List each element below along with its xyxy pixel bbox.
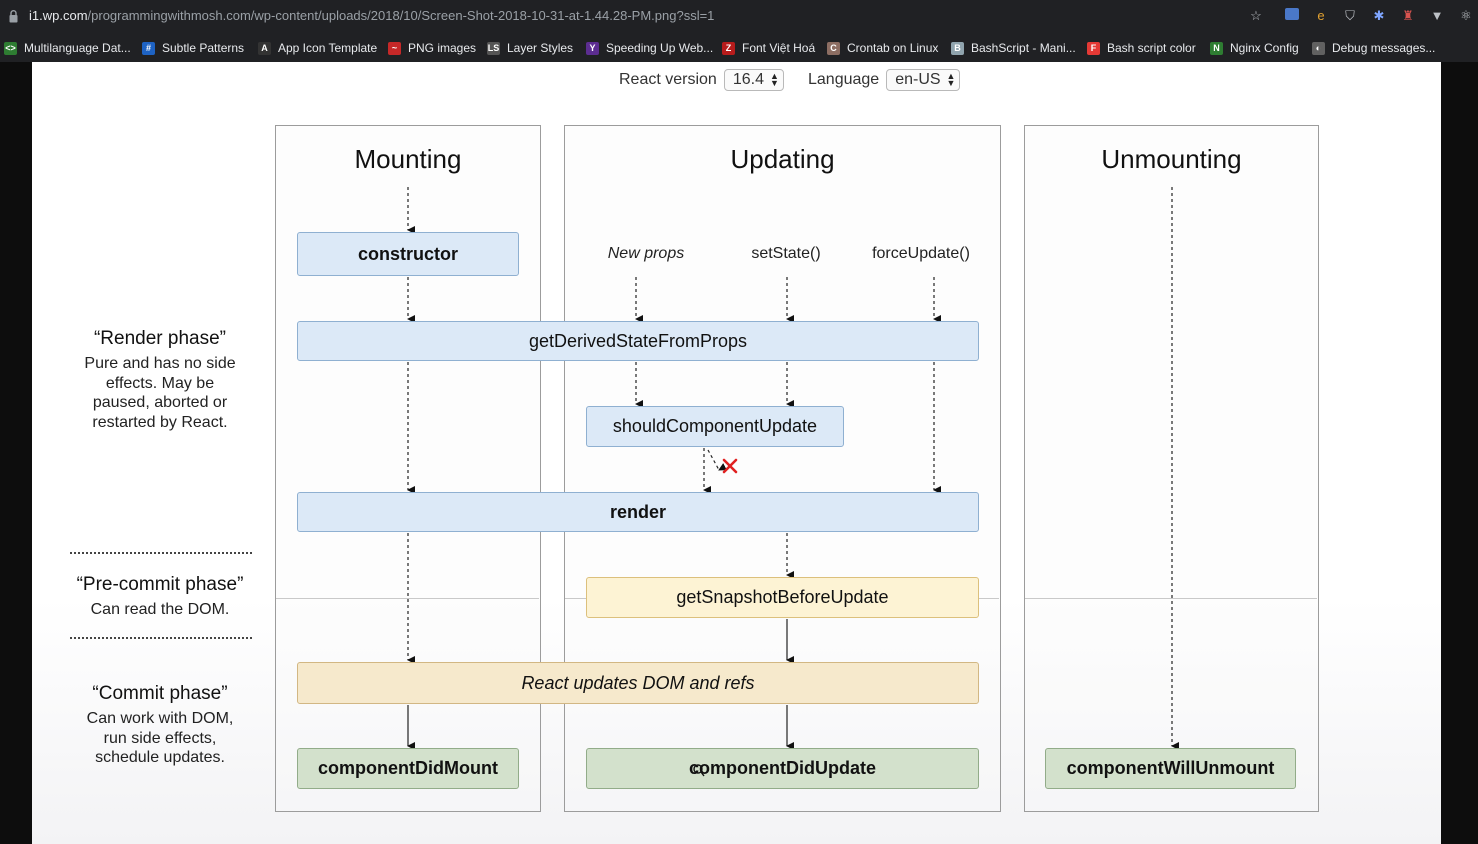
bookmark-favicon-icon: F <box>1087 41 1100 55</box>
language-value: en-US <box>895 71 941 88</box>
commit-phase-line: run side effects, <box>103 729 217 747</box>
flow-arrows <box>407 187 1179 750</box>
shield-extension-icon[interactable]: ⛉ <box>1345 8 1355 23</box>
url-host: i1.wp.com <box>29 8 88 23</box>
page-bottom-shade <box>32 598 1441 844</box>
render-phase-line: effects. May be <box>105 374 215 392</box>
phase-divider-line <box>276 598 539 599</box>
render-phase-line: restarted by React. <box>92 413 228 431</box>
render-box: render <box>297 492 979 532</box>
bookmark-label: Subtle Patterns <box>162 41 245 55</box>
force-update-trigger: forceUpdate() <box>872 245 970 262</box>
bookmark-favicon-icon: <> <box>4 41 17 55</box>
url-path: /programmingwithmosh.com/wp-content/uplo… <box>87 8 715 23</box>
bookmark-label: App Icon Template <box>278 41 378 55</box>
component-did-mount-box: componentDidMount <box>297 748 519 789</box>
render-phase-note: “Render phase” Pure and has no side effe… <box>64 328 256 432</box>
commit-phase-line: Can work with DOM, <box>86 710 234 727</box>
react-version-label: React version <box>619 71 717 88</box>
bookmark-favicon-icon: N <box>1210 41 1223 55</box>
component-did-update-box: componentDidUpdate <box>586 748 979 789</box>
bookmark-label: Crontab on Linux <box>847 41 939 55</box>
render-phase-line: paused, aborted or <box>92 394 228 411</box>
react-devtools-icon[interactable]: ⚛ <box>1460 8 1472 23</box>
bookmark-label: Bash script color <box>1107 41 1196 55</box>
bookmark-item[interactable]: # Subtle Patterns <box>142 38 244 58</box>
select-arrows-icon: ▲▼ <box>769 71 779 88</box>
extension-e-icon[interactable]: e <box>1317 8 1325 23</box>
bookmark-label: BashScript - Mani... <box>971 41 1076 55</box>
phase-separator <box>70 552 252 554</box>
mounting-title: Mounting <box>354 144 462 174</box>
lifecycle-diagram-page: React version 16.4 ▲▼ Language en-US ▲▼ … <box>32 62 1441 844</box>
extension-red-icon[interactable]: ♜ <box>1402 8 1414 23</box>
should-component-update-box: shouldComponentUpdate <box>586 406 844 447</box>
bookmark-favicon-icon: LS <box>487 41 500 55</box>
bookmark-item[interactable]: <> Multilanguage Dat... <box>4 38 131 58</box>
render-phase-title: “Render phase” <box>93 328 227 349</box>
extension-star-icon[interactable]: ✱ <box>1373 8 1385 23</box>
mouse-cursor-icon <box>693 764 705 777</box>
precommit-phase-note: “Pre-commit phase” Can read the DOM. <box>64 574 256 620</box>
constructor-box: constructor <box>297 232 519 276</box>
vue-devtools-icon[interactable]: ▼ <box>1430 8 1444 23</box>
commit-phase-title: “Commit phase” <box>92 683 228 704</box>
commit-phase-line: schedule updates. <box>95 749 225 766</box>
bookmark-label: Speeding Up Web... <box>606 41 714 55</box>
bookmark-favicon-icon: A <box>258 41 271 55</box>
browser-address-bar: i1.wp.com/programmingwithmosh.com/wp-con… <box>0 0 1478 34</box>
bookmark-item[interactable]: A App Icon Template <box>258 38 377 58</box>
precommit-phase-line: Can read the DOM. <box>90 601 230 618</box>
new-props-trigger: New props <box>607 245 685 262</box>
bookmark-item[interactable]: B BashScript - Mani... <box>951 38 1076 58</box>
phase-separator <box>70 637 252 639</box>
bookmark-item[interactable]: LS Layer Styles <box>487 38 573 58</box>
react-version-value: 16.4 <box>732 71 764 88</box>
react-updates-dom-box: React updates DOM and refs <box>297 662 979 704</box>
react-version-select[interactable]: 16.4 ▲▼ <box>723 69 784 91</box>
bookmark-label: Font Việt Hoá <box>742 41 816 55</box>
bookmark-favicon-icon: B <box>951 41 964 55</box>
get-snapshot-box: getSnapshotBeforeUpdate <box>586 577 979 618</box>
bookmark-favicon-icon: ~ <box>388 41 401 55</box>
language-control: Language en-US ▲▼ <box>808 68 961 92</box>
commit-phase-note: “Commit phase” Can work with DOM, run si… <box>64 683 256 768</box>
bookmark-item[interactable]: Z Font Việt Hoá <box>722 38 815 58</box>
lock-icon <box>9 10 18 23</box>
bookmark-label: Debug messages... <box>1332 41 1436 55</box>
bookmark-favicon-icon: Z <box>722 41 735 55</box>
bookmark-item[interactable]: C Crontab on Linux <box>827 38 938 58</box>
bookmark-favicon-icon: # <box>142 41 155 55</box>
bookmark-favicon-icon: Y <box>586 41 599 55</box>
bookmark-item[interactable]: F Bash script color <box>1087 38 1196 58</box>
render-phase-line: Pure and has no side <box>84 355 236 372</box>
language-label: Language <box>808 71 880 88</box>
updating-title: Updating <box>730 144 835 174</box>
unmounting-title: Unmounting <box>1101 144 1242 174</box>
blocked-cross-icon <box>722 458 738 474</box>
bookmark-label: PNG images <box>408 41 477 55</box>
bookmark-favicon-icon: ◐ <box>1312 41 1325 55</box>
component-will-unmount-box: componentWillUnmount <box>1045 748 1296 789</box>
bookmark-item[interactable]: N Nginx Config <box>1210 38 1299 58</box>
bookmark-item[interactable]: ◐ Debug messages... <box>1312 38 1435 58</box>
bookmark-label: Multilanguage Dat... <box>24 41 131 55</box>
bookmark-item[interactable]: ~ PNG images <box>388 38 476 58</box>
translate-extension-icon[interactable] <box>1284 8 1300 24</box>
url-field[interactable]: i1.wp.com/programmingwithmosh.com/wp-con… <box>29 8 714 23</box>
bookmark-label: Nginx Config <box>1230 41 1299 55</box>
select-arrows-icon: ▲▼ <box>946 71 956 88</box>
bookmark-item[interactable]: Y Speeding Up Web... <box>586 38 713 58</box>
phase-divider-line <box>1025 598 1317 599</box>
set-state-trigger: setState() <box>751 245 821 262</box>
bookmark-favicon-icon: C <box>827 41 840 55</box>
react-version-control: React version 16.4 ▲▼ <box>619 68 784 92</box>
get-derived-state-box: getDerivedStateFromProps <box>297 321 979 361</box>
bookmark-star-icon[interactable]: ☆ <box>1250 8 1262 23</box>
language-select[interactable]: en-US ▲▼ <box>886 69 961 91</box>
arrow <box>707 449 728 471</box>
bookmark-label: Layer Styles <box>507 41 574 55</box>
precommit-phase-title: “Pre-commit phase” <box>76 574 244 595</box>
